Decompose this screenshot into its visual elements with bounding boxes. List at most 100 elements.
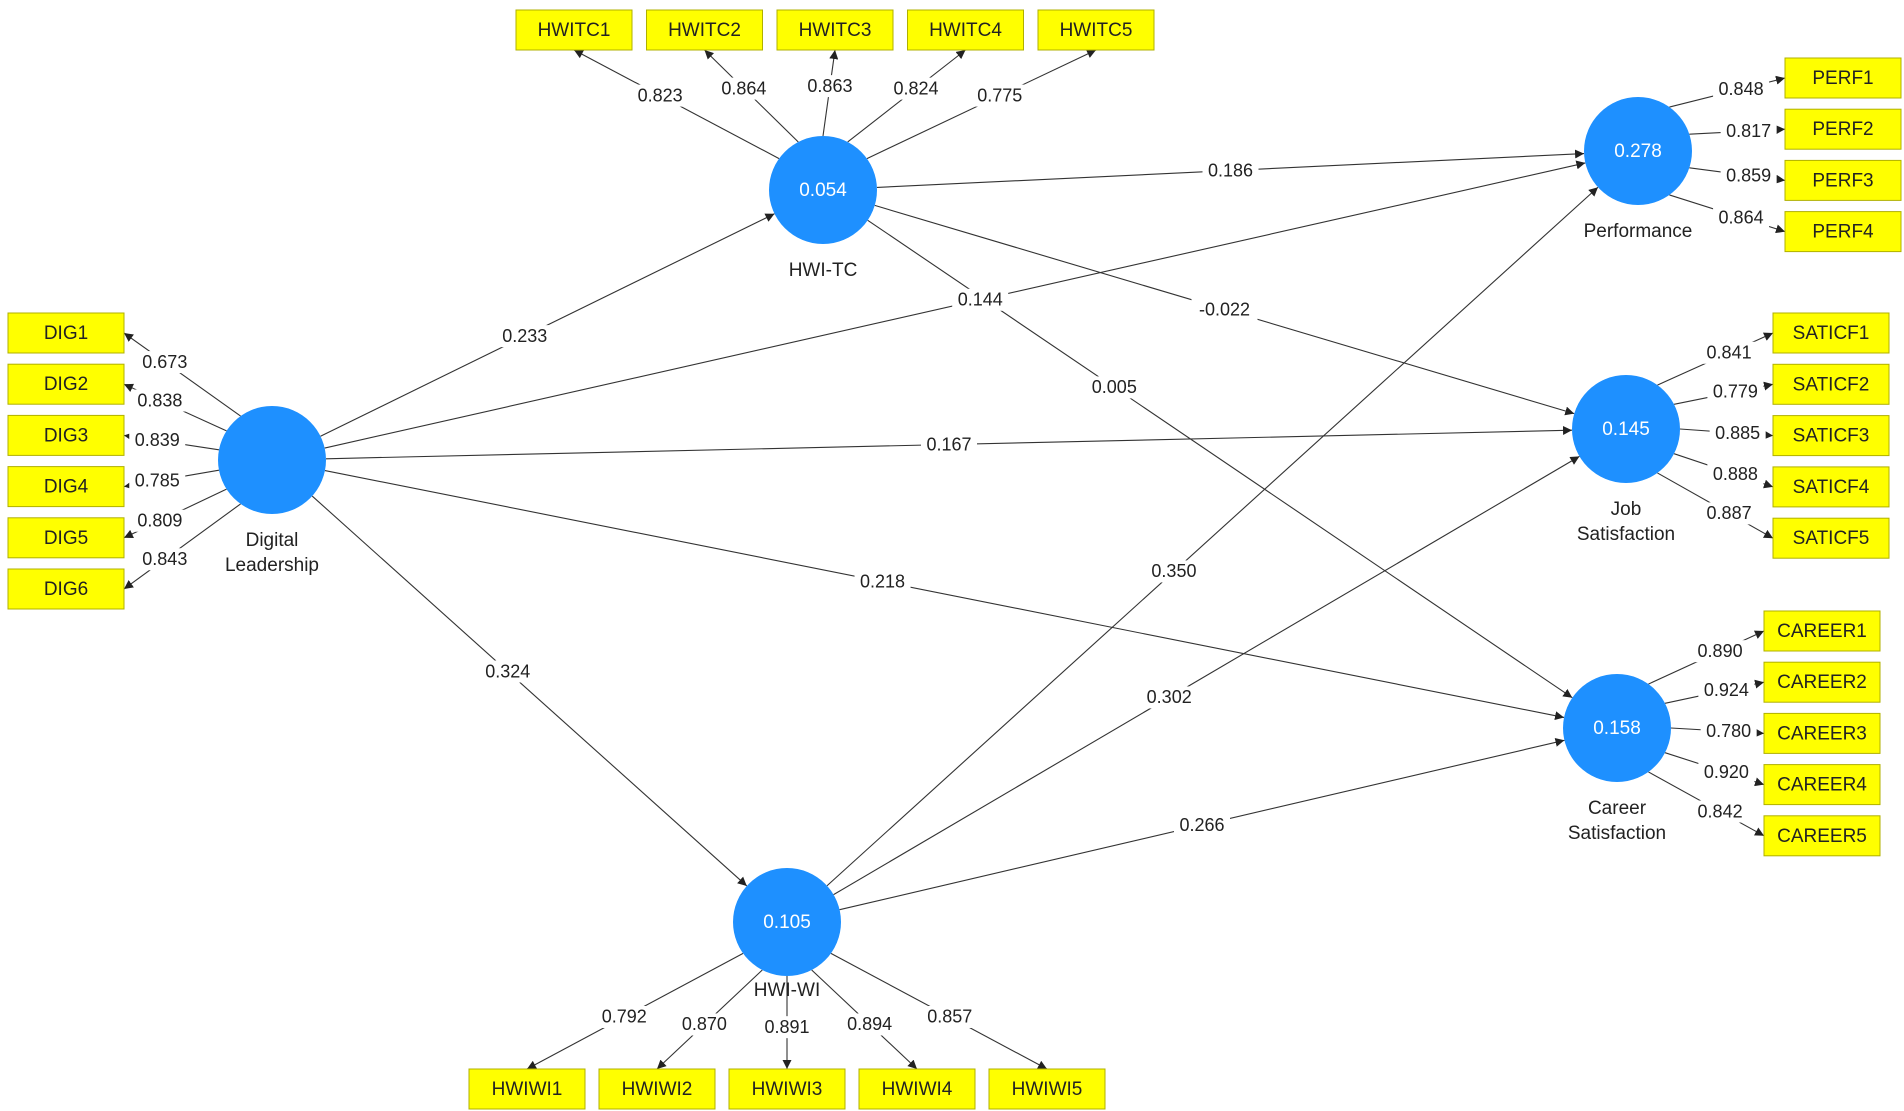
- indicator-dig3: DIG3: [7, 414, 125, 456]
- loading-value-saticf5-bg: [1701, 502, 1758, 525]
- loading-value-career4: 0.920: [1704, 762, 1749, 782]
- indicator-label: PERF1: [1812, 68, 1873, 89]
- path-coefficient-dl-to-job-bg: [921, 433, 977, 456]
- indicator-box: [988, 1068, 1106, 1110]
- loading-value-career5-bg: [1692, 800, 1749, 823]
- loading-value-dig4: 0.785: [135, 471, 180, 491]
- r-squared-value: 0.145: [1602, 419, 1650, 440]
- loading-value-hwitc4: 0.824: [893, 78, 938, 98]
- indicator-label: HWIWI4: [882, 1079, 953, 1100]
- loading-value-saticf2: 0.779: [1713, 382, 1758, 402]
- loading-value-perf3: 0.859: [1726, 165, 1771, 185]
- indicator-box: [7, 517, 125, 559]
- loading-value-perf1-bg: [1713, 78, 1770, 101]
- indicator-label: CAREER4: [1777, 775, 1867, 796]
- indicator-box: [728, 1068, 846, 1110]
- loading-value-hwitc3: 0.863: [807, 76, 852, 96]
- loading-value-hwitc4-bg: [888, 77, 945, 100]
- construct-circle: [1572, 375, 1680, 483]
- construct-name: Job: [1611, 499, 1642, 520]
- path-coefficient-dl-to-wi: 0.324: [485, 661, 530, 681]
- indicator-box: [7, 568, 125, 610]
- construct-circle: [769, 136, 877, 244]
- indicator-saticf4: SATICF4: [1772, 466, 1890, 508]
- edges-layer: [123, 49, 1786, 1070]
- indicator-dig2: DIG2: [7, 363, 125, 405]
- loading-value-dig3-bg: [129, 429, 186, 452]
- path-coefficient-tc-to-perf: 0.186: [1208, 160, 1253, 180]
- indicator-label: HWIWI5: [1012, 1079, 1083, 1100]
- r-squared-value: 0.105: [763, 912, 811, 933]
- path-arrow-dl-to-wi: [311, 495, 748, 887]
- indicator-label: SATICF4: [1793, 477, 1870, 498]
- path-coefficient-dl-to-tc-bg: [496, 325, 553, 348]
- path-coefficient-dl-to-perf: 0.144: [958, 290, 1003, 310]
- loading-value-saticf3-bg: [1709, 422, 1766, 445]
- indicator-hwitc5: HWITC5: [1037, 9, 1155, 51]
- indicator-label: HWITC3: [799, 20, 872, 41]
- path-arrow-wi-to-perf: [826, 186, 1599, 887]
- loading-value-dig1-bg: [136, 351, 193, 374]
- indicator-label: PERF4: [1812, 222, 1874, 243]
- indicator-perf4: PERF4: [1784, 211, 1902, 253]
- indicator-label: SATICF2: [1793, 374, 1870, 395]
- loading-value-hwiwi2: 0.870: [682, 1014, 727, 1034]
- indicator-label: HWITC4: [929, 20, 1002, 41]
- path-coefficient-dl-to-wi-bg: [479, 660, 536, 683]
- path-coefficient-wi-to-job: 0.302: [1147, 687, 1192, 707]
- indicator-hwiwi2: HWIWI2: [598, 1068, 716, 1110]
- indicator-box: [1763, 815, 1881, 857]
- indicator-career1: CAREER1: [1763, 610, 1881, 652]
- indicator-box: [776, 9, 894, 51]
- r-squared-value: 0.278: [1614, 141, 1662, 162]
- loading-value-hwiwi2-bg: [676, 1013, 733, 1036]
- indicator-career2: CAREER2: [1763, 661, 1881, 703]
- loading-value-career3-bg: [1700, 720, 1757, 743]
- construct-name: Digital: [246, 530, 299, 551]
- loading-value-hwitc3-bg: [801, 75, 858, 98]
- loading-value-perf2: 0.817: [1726, 121, 1771, 141]
- loading-value-saticf2-bg: [1707, 380, 1764, 403]
- loading-value-career3: 0.780: [1706, 721, 1751, 741]
- indicator-hwitc4: HWITC4: [907, 9, 1024, 51]
- indicator-perf3: PERF3: [1784, 159, 1902, 201]
- loading-value-saticf4: 0.888: [1713, 464, 1758, 484]
- loading-value-dig6-bg: [136, 548, 193, 571]
- indicator-saticf3: SATICF3: [1772, 415, 1890, 457]
- loading-value-hwiwi1-bg: [596, 1005, 653, 1028]
- loading-value-career1: 0.890: [1698, 641, 1743, 661]
- indicator-box: [598, 1068, 716, 1110]
- loading-value-dig5: 0.809: [137, 511, 182, 531]
- indicator-box: [1037, 9, 1155, 51]
- path-coefficient-tc-to-job: -0.022: [1199, 299, 1250, 319]
- construct-name: Performance: [1584, 221, 1693, 242]
- loading-value-career2-bg: [1698, 679, 1755, 702]
- indicator-box: [1763, 661, 1881, 703]
- indicator-label: HWIWI3: [752, 1079, 823, 1100]
- indicator-label: DIG4: [44, 477, 89, 498]
- loading-value-hwitc1: 0.823: [638, 85, 683, 105]
- loading-value-dig6: 0.843: [142, 549, 187, 569]
- construct-circle: [1563, 674, 1671, 782]
- construct-circle: [1584, 97, 1692, 205]
- indicator-box: [7, 414, 125, 456]
- construct-name: Satisfaction: [1577, 524, 1675, 545]
- indicator-hwitc2: HWITC2: [646, 9, 763, 51]
- indicator-label: PERF2: [1812, 119, 1873, 140]
- path-coefficient-wi-to-career: 0.266: [1179, 815, 1224, 835]
- loading-value-career5: 0.842: [1698, 801, 1743, 821]
- construct-name: Career: [1588, 798, 1647, 819]
- loading-value-perf1: 0.848: [1719, 79, 1764, 99]
- indicator-label: CAREER3: [1777, 723, 1867, 744]
- indicator-box: [1772, 363, 1890, 405]
- indicator-label: HWITC2: [668, 20, 741, 41]
- indicator-box: [1784, 108, 1902, 150]
- indicator-box: [1784, 159, 1902, 201]
